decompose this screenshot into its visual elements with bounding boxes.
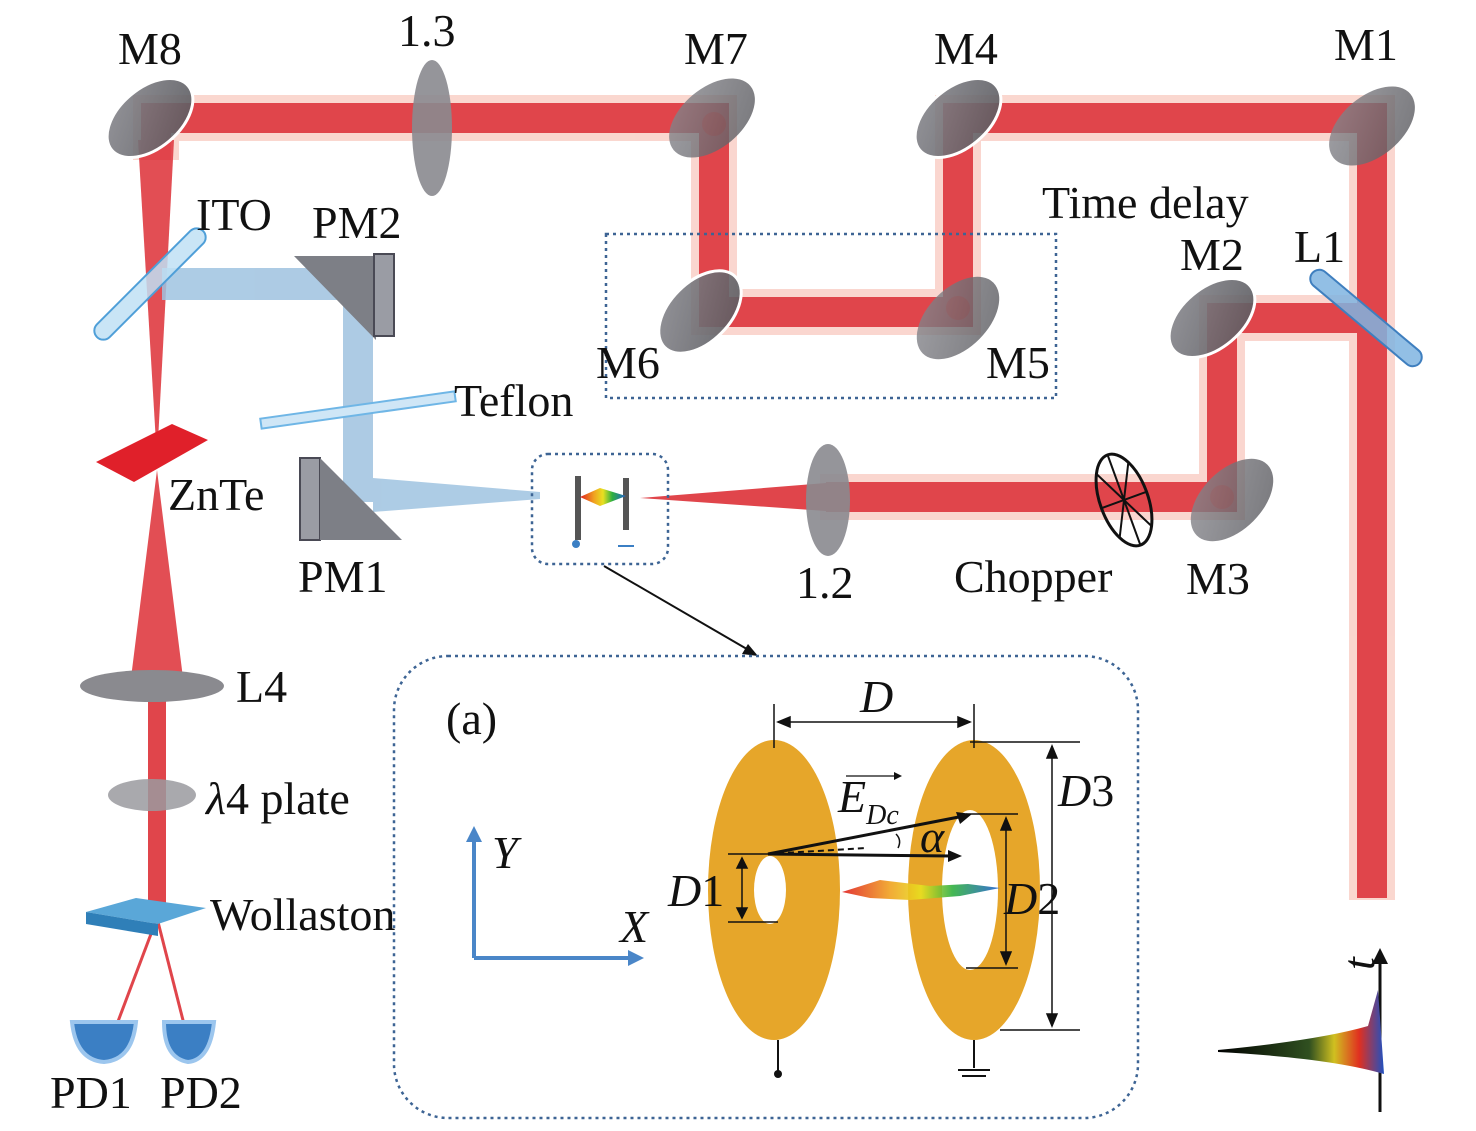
mirror-m1: [1329, 86, 1415, 166]
mirror-m8: [105, 76, 195, 160]
parabolic-mirror-pm1: [299, 457, 402, 541]
ito-glass: [93, 227, 207, 341]
label-l1: L1: [1294, 221, 1345, 272]
plasma-filament: [842, 880, 1000, 900]
wollaston-prism: [86, 898, 206, 936]
label-m3: M3: [1186, 553, 1250, 604]
mirror-m7: [669, 78, 755, 158]
label-znte: ZnTe: [168, 469, 264, 520]
photodetector-pd2: [161, 1020, 217, 1065]
label-pd1: PD1: [50, 1067, 132, 1118]
optical-chopper: [1094, 452, 1154, 548]
lens-1-3: [412, 60, 452, 196]
label-e-field: EDc: [837, 771, 899, 831]
field-vectors: [767, 772, 972, 862]
xy-axes: [466, 826, 644, 966]
label-dim-d: D: [859, 671, 893, 722]
label-quarter-plate: λ4 plate: [204, 773, 350, 824]
mirrors: [105, 76, 1415, 542]
label-axis-y: Y: [492, 827, 522, 878]
label-dim-d2: D2: [1003, 873, 1060, 924]
label-alpha: α: [920, 811, 945, 862]
label-wollaston: Wollaston: [210, 889, 395, 940]
label-lens-1-3: 1.3: [398, 5, 456, 56]
label-pm2: PM2: [312, 197, 401, 248]
dimension-d2: [966, 813, 1018, 969]
label-l4: L4: [236, 661, 287, 712]
probe-split-1: [112, 917, 159, 1033]
dimension-d3: [970, 741, 1080, 1031]
label-m8: M8: [118, 23, 182, 74]
teflon-filter: [259, 390, 457, 430]
label-axis-x: X: [618, 901, 650, 952]
dimension-d: [773, 704, 975, 748]
label-dim-d1: D1: [667, 865, 724, 916]
photodetector-pd1: [69, 1020, 139, 1065]
time-delay-stage: [604, 232, 1058, 400]
quarter-wave-plate: [108, 779, 196, 811]
mirror-m4: [913, 76, 1003, 160]
label-m5: M5: [986, 337, 1050, 388]
label-time-delay: Time delay: [1042, 177, 1249, 228]
inset-panel-a: [392, 654, 1140, 1120]
mirror-m3: [1190, 458, 1274, 542]
zoom-arrow: [603, 565, 758, 656]
label-teflon: Teflon: [454, 375, 573, 426]
labels: M8 1.3 M7 M4 M1 Time delay M2 L1 ITO PM2…: [50, 5, 1398, 1118]
label-m2: M2: [1180, 229, 1244, 280]
lens-l4: [80, 670, 224, 702]
label-chopper: Chopper: [954, 551, 1112, 602]
label-lens-1-2: 1.2: [796, 557, 854, 608]
thz-emitter-small: [530, 452, 670, 566]
lens-1-2: [806, 444, 850, 556]
dimension-d1: [728, 853, 778, 923]
label-m1: M1: [1334, 19, 1398, 70]
label-m4: M4: [934, 23, 998, 74]
ring-electrode-left: [708, 740, 840, 1078]
probe-focus-cone: [138, 140, 174, 460]
pump-focus-cone: [640, 483, 826, 511]
label-m7: M7: [684, 23, 748, 74]
label-pd2: PD2: [160, 1067, 242, 1118]
probe-split-2: [155, 917, 188, 1033]
label-ito: ITO: [196, 189, 272, 240]
mirror-m5: [916, 276, 1000, 360]
label-panel-a: (a): [446, 693, 497, 744]
label-dim-d3: D3: [1057, 765, 1114, 816]
label-pm1: PM1: [298, 551, 387, 602]
label-time-axis: t: [1333, 956, 1384, 970]
beam-splitter-l1: [1309, 268, 1423, 368]
pulse-time-axis: [1218, 948, 1388, 1112]
probe-diverge-cone: [130, 470, 184, 686]
laser-main: [141, 103, 1387, 898]
parabolic-mirror-pm2: [294, 253, 395, 340]
znte-crystal: [96, 424, 208, 482]
label-m6: M6: [596, 337, 660, 388]
mirror-m2: [1167, 276, 1257, 360]
